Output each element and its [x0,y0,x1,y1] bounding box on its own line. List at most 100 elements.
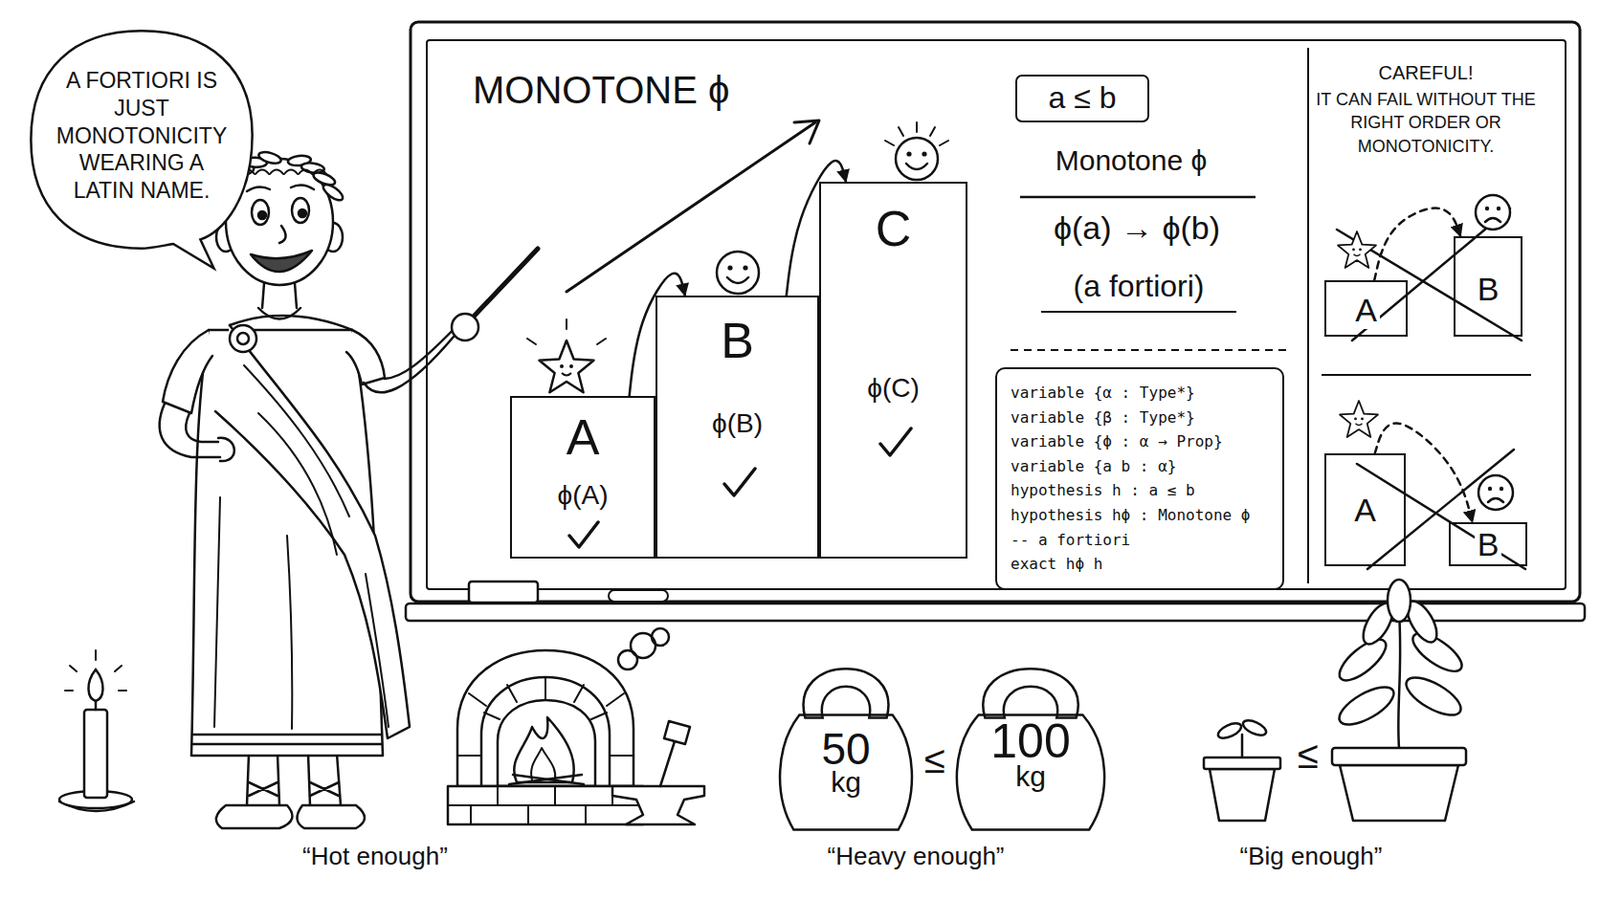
code-line: variable {ϕ : α → Prop} [1010,429,1223,455]
node-text: a ≤ b [1048,80,1117,116]
whiteboard [1020,196,1256,200]
step-arrow [1374,208,1461,281]
code-line: variable {β : Type*} [1010,405,1196,431]
star-icon [1339,400,1378,438]
premise-box: a ≤ b [1015,74,1150,123]
board-label: IT CAN FAIL WITHOUT THE RIGHT ORDER OR M… [1311,88,1541,158]
outline-path [779,668,912,830]
oven-and-anvil [660,738,676,787]
roman-figure [298,170,312,176]
step-box: Cϕ(C) [819,181,968,559]
whiteboard [410,22,1580,602]
plants [1241,734,1245,758]
roman-figure [248,782,339,797]
plants [1339,765,1459,822]
cross-mark [1356,464,1526,570]
plants [1241,717,1269,739]
label-text: IT CAN FAIL WITHOUT THE RIGHT ORDER OR M… [1315,89,1535,156]
plants [1216,720,1245,742]
node-text: C [875,200,912,259]
board-title: MONOTONE ϕ [472,66,730,113]
node-text: A [1351,491,1379,530]
code-line: -- a fortiori [1010,528,1131,554]
step-arrow [1375,423,1473,523]
board-label: “Heavy enough” [762,842,1069,872]
oven-and-anvil [509,775,584,785]
oven-and-anvil [651,628,669,646]
roman-figure [237,333,249,345]
sad-face [1475,195,1511,230]
plants [1333,680,1400,734]
roman-figure [255,170,269,176]
roman-figure [218,438,235,462]
plants [1209,769,1275,822]
roman-figure [262,283,297,309]
counterexample-box: A [1324,453,1406,567]
node-text: 100 [990,715,1070,769]
label-text: “Big enough” [1240,842,1383,871]
whiteboard [1041,311,1237,313]
board-label: ≤ [1279,732,1337,778]
roman-figure [250,250,312,272]
label-text: ≤ [1297,733,1319,777]
counterexample-box: B [1448,522,1528,567]
plants [1203,579,1467,822]
oven-and-anvil [531,748,556,781]
plants [1398,612,1400,749]
label-text: Monotone ϕ [1055,144,1208,177]
oven-and-anvil [447,628,705,825]
whiteboard [608,590,668,602]
oven-and-anvil [497,700,596,787]
cross-mark [1336,208,1526,570]
roman-figure [470,248,538,320]
staircase-decor [566,122,816,292]
star-icon [539,340,595,393]
roman-figure [162,330,213,414]
roman-figure [298,209,307,218]
roman-figure [258,308,301,320]
board-label: (a fortiori) [995,267,1283,305]
step-box: Aϕ(A) [510,396,656,559]
node-text: ϕ(B) [711,408,763,440]
node-text: ϕ(C) [866,373,920,404]
candle [88,669,103,702]
oven-and-anvil [457,677,634,756]
plants [1387,579,1411,623]
code-line: exact hϕ h [1010,552,1103,578]
staircase-decor [794,120,820,144]
oven-and-anvil [513,717,574,783]
sad-face [1478,475,1513,511]
roman-figure [363,319,464,393]
roman-figure [246,184,314,192]
plants [1333,633,1392,689]
plants [1203,757,1281,770]
node-text: A [566,409,600,467]
oven-and-anvil [664,721,690,745]
candle [84,710,108,799]
roman-figure [214,365,389,730]
candle [65,650,127,691]
cross-mark [1367,449,1514,570]
roman-figure [269,170,284,176]
node-text: A FORTIORI IS JUST MONOTONICITY WEARING … [47,66,236,205]
board-label: CAREFUL! [1311,61,1541,85]
speech-bubble: A FORTIORI IS JUST MONOTONICITY WEARING … [28,28,255,251]
code-line: hypothesis h : a ≤ b [1010,478,1196,504]
whiteboard [405,22,1585,622]
title-text: MONOTONE ϕ [472,68,730,112]
whiteboard [426,40,1566,590]
node-text: B [1474,526,1503,564]
whiteboard [1010,349,1291,352]
code-line: variable {α : Type*} [1010,380,1196,406]
outline-path [956,668,1105,830]
board-label: ≤ [906,736,964,783]
step-box: Bϕ(B) [655,295,820,559]
node-text: A [1352,291,1380,330]
roman-figure [159,403,221,458]
label-text: CAREFUL! [1378,62,1474,84]
node-text: ϕ(A) [556,480,608,512]
node-text: B [1474,270,1503,309]
node-text: B [720,312,755,371]
star-icon [1337,231,1377,268]
roman-figure [257,150,283,166]
